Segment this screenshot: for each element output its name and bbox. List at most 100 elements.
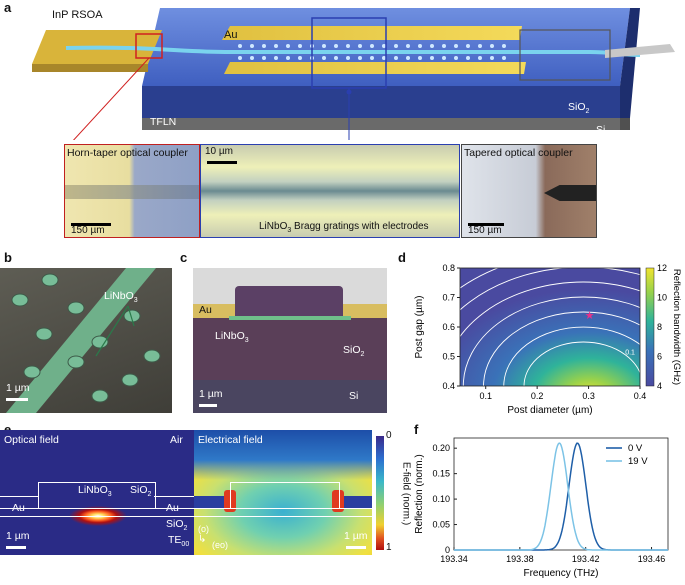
rsoa-label: InP RSOA [52, 9, 103, 21]
x-tick-label: 0.3 [582, 391, 595, 401]
panel-d-label: d [398, 250, 406, 265]
contour-line [400, 258, 482, 326]
inset3-scale: 150 µm [468, 225, 502, 236]
inset2-caption: LiNbO3 Bragg gratings with electrodes [259, 221, 429, 234]
electrical-scalebar [346, 546, 366, 549]
axis-eo-label: (eo) [212, 540, 229, 550]
y-tick-label: 0.7 [442, 293, 455, 303]
colorbar-tick-label: 4 [657, 381, 662, 391]
inset3-scalebar [468, 223, 504, 226]
chart-f: 193.34 193.38 193.42 193.46 0 0.05 0.10 0.15 0.2… [414, 437, 669, 579]
y-axis-label: Post gap (µm) [414, 295, 425, 358]
inset2-scalebar [207, 161, 237, 164]
x-tick-label: 0.1 [479, 391, 492, 401]
e-colorbar-label: E-field (norm.) [400, 461, 412, 526]
y-tick-label: 0.6 [442, 322, 455, 332]
sem-c-scale: 1 µm [199, 388, 223, 400]
y-axis-label: Reflection (norm.) [414, 454, 425, 533]
sio2-label-chip: SiO2 [568, 101, 590, 116]
sem-c-au: Au [199, 304, 212, 316]
contour-line [462, 296, 685, 387]
inset-horn-taper: Horn-taper optical coupler 150 µm [64, 144, 200, 238]
e-colorbar-tick-1: 1 [386, 542, 392, 553]
optimum-marker: ★ [585, 310, 595, 322]
panel-a-label: a [4, 0, 12, 15]
electrical-field-map: Electrical field Air (o) ↳ (eo) 1 µm [194, 430, 372, 555]
contour-label: 0.1 [625, 349, 635, 356]
sem-image-b: LiNbO3 1 µm [0, 268, 172, 413]
contour-line [442, 281, 685, 387]
colorbar-tick-label: 8 [657, 322, 662, 332]
electrical-field-title: Electrical field [198, 434, 263, 446]
legend-label-0: 0 V [628, 443, 643, 454]
x-tick-label: 193.38 [506, 554, 534, 564]
y-tick-label: 0 [445, 545, 450, 555]
y-tick-label: 0.10 [432, 494, 450, 504]
panel-c-label: c [180, 250, 188, 265]
optical-mode: TE00 [168, 534, 190, 549]
colorbar-tick-label: 12 [657, 263, 667, 273]
legend-label-1: 19 V [628, 456, 648, 467]
e-colorbar-tick-0: 0 [386, 430, 392, 441]
inset1-caption: Horn-taper optical coupler [67, 147, 188, 159]
sem-c-linbo: LiNbO3 [215, 330, 249, 345]
axis-o-label: (o) [198, 524, 209, 534]
electrical-scale: 1 µm [344, 530, 368, 542]
plot-frame [453, 437, 669, 551]
colorbar [645, 267, 655, 387]
x-tick-label: 193.46 [638, 554, 666, 564]
panel-b-label: b [4, 250, 12, 265]
si-label-chip: Si [596, 124, 606, 136]
inset-bragg-gratings: 10 µm LiNbO3 Bragg gratings with electro… [200, 144, 460, 238]
y-tick-label: 0.15 [432, 469, 450, 479]
x-tick-label: 0.2 [531, 391, 544, 401]
contour-line [503, 326, 664, 387]
optical-scale: 1 µm [6, 530, 30, 542]
sem-b-drawing [6, 268, 161, 413]
device-3d-render [32, 8, 675, 140]
optical-sio2-top: SiO2 [130, 484, 152, 499]
x-axis-label: Post diameter (µm) [507, 405, 592, 416]
contour-line [402, 258, 685, 387]
sem-b-scalebar [6, 398, 28, 401]
optical-field-map: Optical field Au Au LiNbO3 SiO2 SiO2 TE0… [0, 430, 194, 555]
optical-linbo: LiNbO3 [78, 484, 112, 499]
y-tick-label: 0.8 [442, 263, 455, 273]
sem-b-scale: 1 µm [6, 382, 30, 394]
contour-line [523, 341, 644, 387]
inset2-scale: 10 µm [205, 146, 233, 157]
sem-c-scalebar [199, 404, 217, 407]
tfln-label: TFLN [150, 116, 177, 128]
x-axis-label: Frequency (THz) [523, 568, 598, 579]
axis-arrow-icon: ↳ [198, 534, 207, 545]
contour-line [483, 311, 684, 387]
sem-b-linbo-label: LiNbO3 [104, 290, 138, 305]
optical-au-left: Au [12, 502, 25, 514]
inset3-caption: Tapered optical coupler [464, 147, 573, 159]
colorbar-tick-label: 10 [657, 293, 667, 303]
optical-au-right: Au [166, 502, 179, 514]
optical-sio2-bottom: SiO2 [166, 518, 188, 533]
colorbar-label: Reflection bandwidth (GHz) [671, 269, 682, 385]
optical-scalebar [6, 546, 26, 549]
inset1-scalebar [71, 223, 111, 226]
contour-line [422, 266, 685, 387]
heatmap-field [460, 268, 640, 386]
y-tick-label: 0.05 [432, 520, 450, 530]
panel-f-label: f [414, 422, 419, 437]
panel-e-label: e [4, 422, 11, 437]
optical-field-title: Optical field [4, 434, 59, 446]
y-tick-label: 0.4 [442, 381, 455, 391]
inset-tapered-coupler: Tapered optical coupler 150 µm [461, 144, 597, 238]
e-colorbar [376, 436, 384, 550]
colorbar-tick-label: 6 [657, 352, 662, 362]
inset1-scale: 150 µm [71, 225, 105, 236]
au-label-top: Au [224, 29, 238, 41]
y-tick-label: 0.20 [432, 443, 450, 453]
x-tick-label: 193.34 [440, 554, 468, 564]
x-tick-label: 193.42 [572, 554, 600, 564]
sem-c-sio2: SiO2 [343, 344, 365, 359]
y-tick-label: 0.5 [442, 352, 455, 362]
sem-c-si: Si [349, 390, 359, 402]
